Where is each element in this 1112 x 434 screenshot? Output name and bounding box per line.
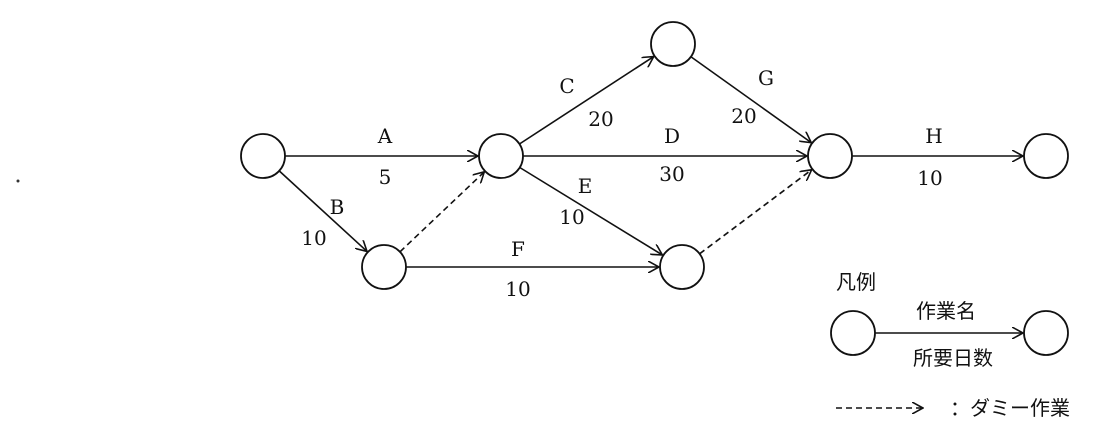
activity-days-f: 10 [505, 277, 530, 301]
dummy-arrow-2 [699, 170, 812, 255]
activity-days-c: 20 [588, 107, 613, 131]
activity-arrow-e [519, 166, 663, 255]
activity-arrow-c [518, 57, 653, 145]
activity-name-d: D [664, 124, 680, 148]
legend-dummy-label: ：ダミー作業 [950, 396, 1070, 420]
activity-days-a: 5 [379, 165, 392, 189]
end-node [1023, 133, 1069, 179]
node-after-ef [659, 244, 705, 290]
legend-end-node [1023, 310, 1069, 356]
activity-days-d: 30 [659, 162, 684, 186]
node-after-c [650, 21, 696, 67]
activity-arrow-b [278, 170, 367, 252]
legend-duration: 所要日数 [913, 346, 993, 370]
activity-name-b: B [330, 195, 345, 219]
legend-activity-name: 作業名 [916, 299, 976, 323]
scan-dot [16, 179, 20, 183]
activity-days-g: 20 [731, 104, 756, 128]
activity-name-h: H [925, 124, 942, 148]
node-merge [807, 133, 853, 179]
activity-days-h: 10 [917, 166, 942, 190]
dummy-arrows [399, 170, 812, 255]
activity-name-e: E [578, 174, 593, 198]
event-nodes [240, 21, 1069, 290]
node-after-a [478, 133, 524, 179]
activity-arrow-g [690, 56, 811, 143]
activity-name-g: G [758, 66, 774, 90]
node-after-b [361, 244, 407, 290]
legend: 凡例 作業名 所要日数 ：ダミー作業 [830, 270, 1070, 420]
dummy-arrow-1 [399, 172, 484, 253]
activity-days-e: 10 [559, 205, 584, 229]
activity-name-f: F [511, 237, 525, 261]
legend-start-node [830, 310, 876, 356]
activity-name-a: A [377, 124, 393, 148]
activity-arrows [278, 56, 1023, 267]
legend-title: 凡例 [836, 270, 876, 294]
activity-name-c: C [559, 74, 574, 98]
activity-days-b: 10 [301, 226, 326, 250]
start-node [240, 133, 286, 179]
